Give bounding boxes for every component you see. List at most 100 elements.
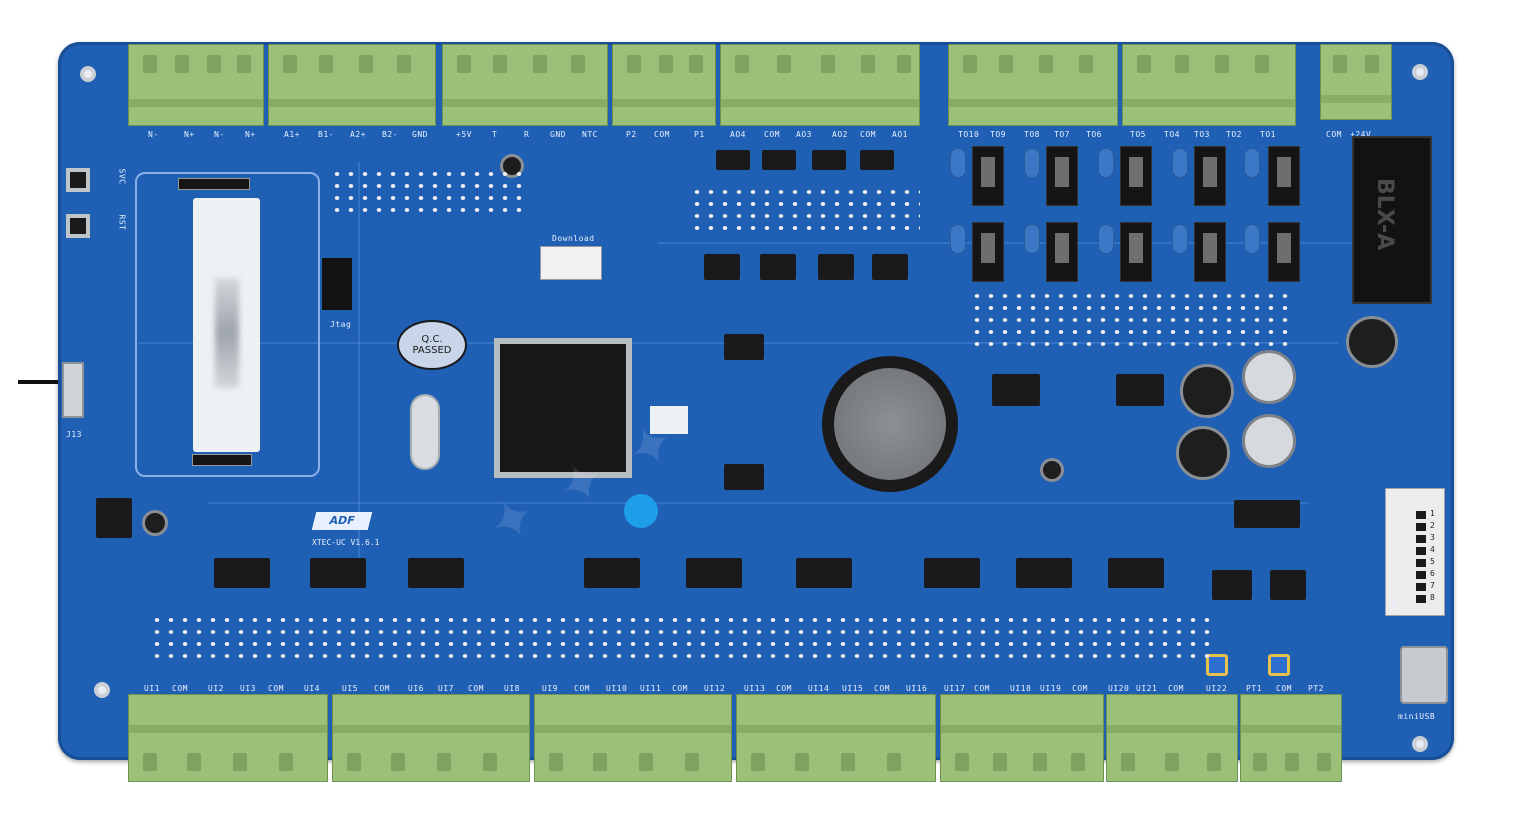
module-outline [135, 172, 320, 477]
ic-chip [760, 254, 796, 280]
mounting-hole [80, 66, 96, 82]
terminal-label: COM [654, 130, 670, 139]
varistor [1244, 224, 1260, 254]
blue-fiducial-dot [624, 494, 658, 528]
terminal-label: UI9 [542, 684, 558, 693]
miniusb-label: miniUSB [1398, 712, 1436, 721]
electrolytic-capacitor [1346, 316, 1398, 368]
terminal-label: UI13 [744, 684, 766, 693]
ic-chip [796, 558, 852, 588]
relay-marking: BLX-A [1372, 178, 1397, 251]
qc-line: Q.C. [421, 334, 443, 345]
varistor [1098, 224, 1114, 254]
terminal-label: COM [860, 130, 876, 139]
mini-usb-port[interactable] [1400, 646, 1448, 704]
varistor [1172, 224, 1188, 254]
terminal-block-top [948, 44, 1118, 126]
rst-label: RST [117, 214, 127, 231]
terminal-label: UI3 [240, 684, 256, 693]
ic-chip [704, 254, 740, 280]
terminal-label: UI6 [408, 684, 424, 693]
smd-resistor-array [330, 168, 530, 218]
electrolytic-capacitor [1176, 426, 1230, 480]
terminal-label: +24V [1350, 130, 1372, 139]
terminal-block-top [720, 44, 920, 126]
terminal-label: PT2 [1308, 684, 1324, 693]
electrolytic-capacitor [1040, 458, 1064, 482]
terminal-label: COM [974, 684, 990, 693]
crystal-oscillator [410, 394, 440, 470]
slide-switch[interactable] [62, 362, 84, 418]
label-sticker [650, 406, 688, 434]
terminal-block-top [1122, 44, 1296, 126]
reset-button[interactable] [66, 214, 90, 238]
ic-chip [762, 150, 796, 170]
terminal-label: COM [776, 684, 792, 693]
terminal-label: COM [468, 684, 484, 693]
terminal-label: UI15 [842, 684, 864, 693]
terminal-label: AO4 [730, 130, 746, 139]
dip-number: 6 [1430, 569, 1435, 578]
terminal-block-bottom [1240, 694, 1342, 782]
dip-number: 4 [1430, 545, 1435, 554]
smd-resistor-array [150, 614, 1210, 664]
ic-chip [724, 464, 764, 490]
svc-button[interactable] [66, 168, 90, 192]
trimmer-potentiometer[interactable] [1206, 654, 1228, 676]
terminal-label: TO5 [1130, 130, 1146, 139]
terminal-label: B1- [318, 130, 334, 139]
terminal-label: N- [214, 130, 225, 139]
terminal-label: TO1 [1260, 130, 1276, 139]
terminal-label: UI10 [606, 684, 628, 693]
terminal-label: TO6 [1086, 130, 1102, 139]
adf-logo: ADF [311, 512, 373, 530]
terminal-label: PT1 [1246, 684, 1262, 693]
terminal-label: UI4 [304, 684, 320, 693]
terminal-label: UI5 [342, 684, 358, 693]
download-header [540, 246, 602, 280]
terminal-label: COM [1072, 684, 1088, 693]
terminal-label: +5V [456, 130, 472, 139]
relay [1046, 146, 1078, 206]
jtag-label: Jtag [330, 320, 352, 329]
terminal-block-bottom [534, 694, 732, 782]
relay [1194, 146, 1226, 206]
dip-switch[interactable]: 1 2 3 4 5 6 7 8 [1385, 488, 1445, 616]
terminal-label: UI14 [808, 684, 830, 693]
terminal-label: UI18 [1010, 684, 1032, 693]
ic-chip [1234, 500, 1300, 528]
terminal-label: UI12 [704, 684, 726, 693]
mounting-hole [1412, 64, 1428, 80]
terminal-label: COM [874, 684, 890, 693]
trimmer-potentiometer[interactable] [1268, 654, 1290, 676]
ic-chip [1116, 374, 1164, 406]
terminal-label: AO2 [832, 130, 848, 139]
terminal-label: COM [374, 684, 390, 693]
ic-chip [872, 254, 908, 280]
terminal-label: UI22 [1206, 684, 1228, 693]
dip-number: 8 [1430, 593, 1435, 602]
power-cable [18, 380, 66, 384]
terminal-block-top [1320, 44, 1392, 120]
terminal-label: A2+ [350, 130, 366, 139]
dip-ec-label: EC [1388, 499, 1398, 510]
terminal-label: P1 [694, 130, 705, 139]
ic-chip [992, 374, 1040, 406]
varistor [1172, 148, 1188, 178]
electrolytic-capacitor [142, 510, 168, 536]
terminal-label: UI11 [640, 684, 662, 693]
terminal-label: COM [1168, 684, 1184, 693]
relay [1120, 222, 1152, 282]
varistor [1244, 148, 1260, 178]
terminal-label: TO7 [1054, 130, 1070, 139]
ic-chip [686, 558, 742, 588]
relay [1268, 222, 1300, 282]
terminal-label: N+ [184, 130, 195, 139]
electrolytic-capacitor [1180, 364, 1234, 418]
varistor [1024, 148, 1040, 178]
terminal-label: TO9 [990, 130, 1006, 139]
terminal-label: COM [672, 684, 688, 693]
terminal-label: AO3 [796, 130, 812, 139]
terminal-block-bottom [736, 694, 936, 782]
terminal-label: UI21 [1136, 684, 1158, 693]
